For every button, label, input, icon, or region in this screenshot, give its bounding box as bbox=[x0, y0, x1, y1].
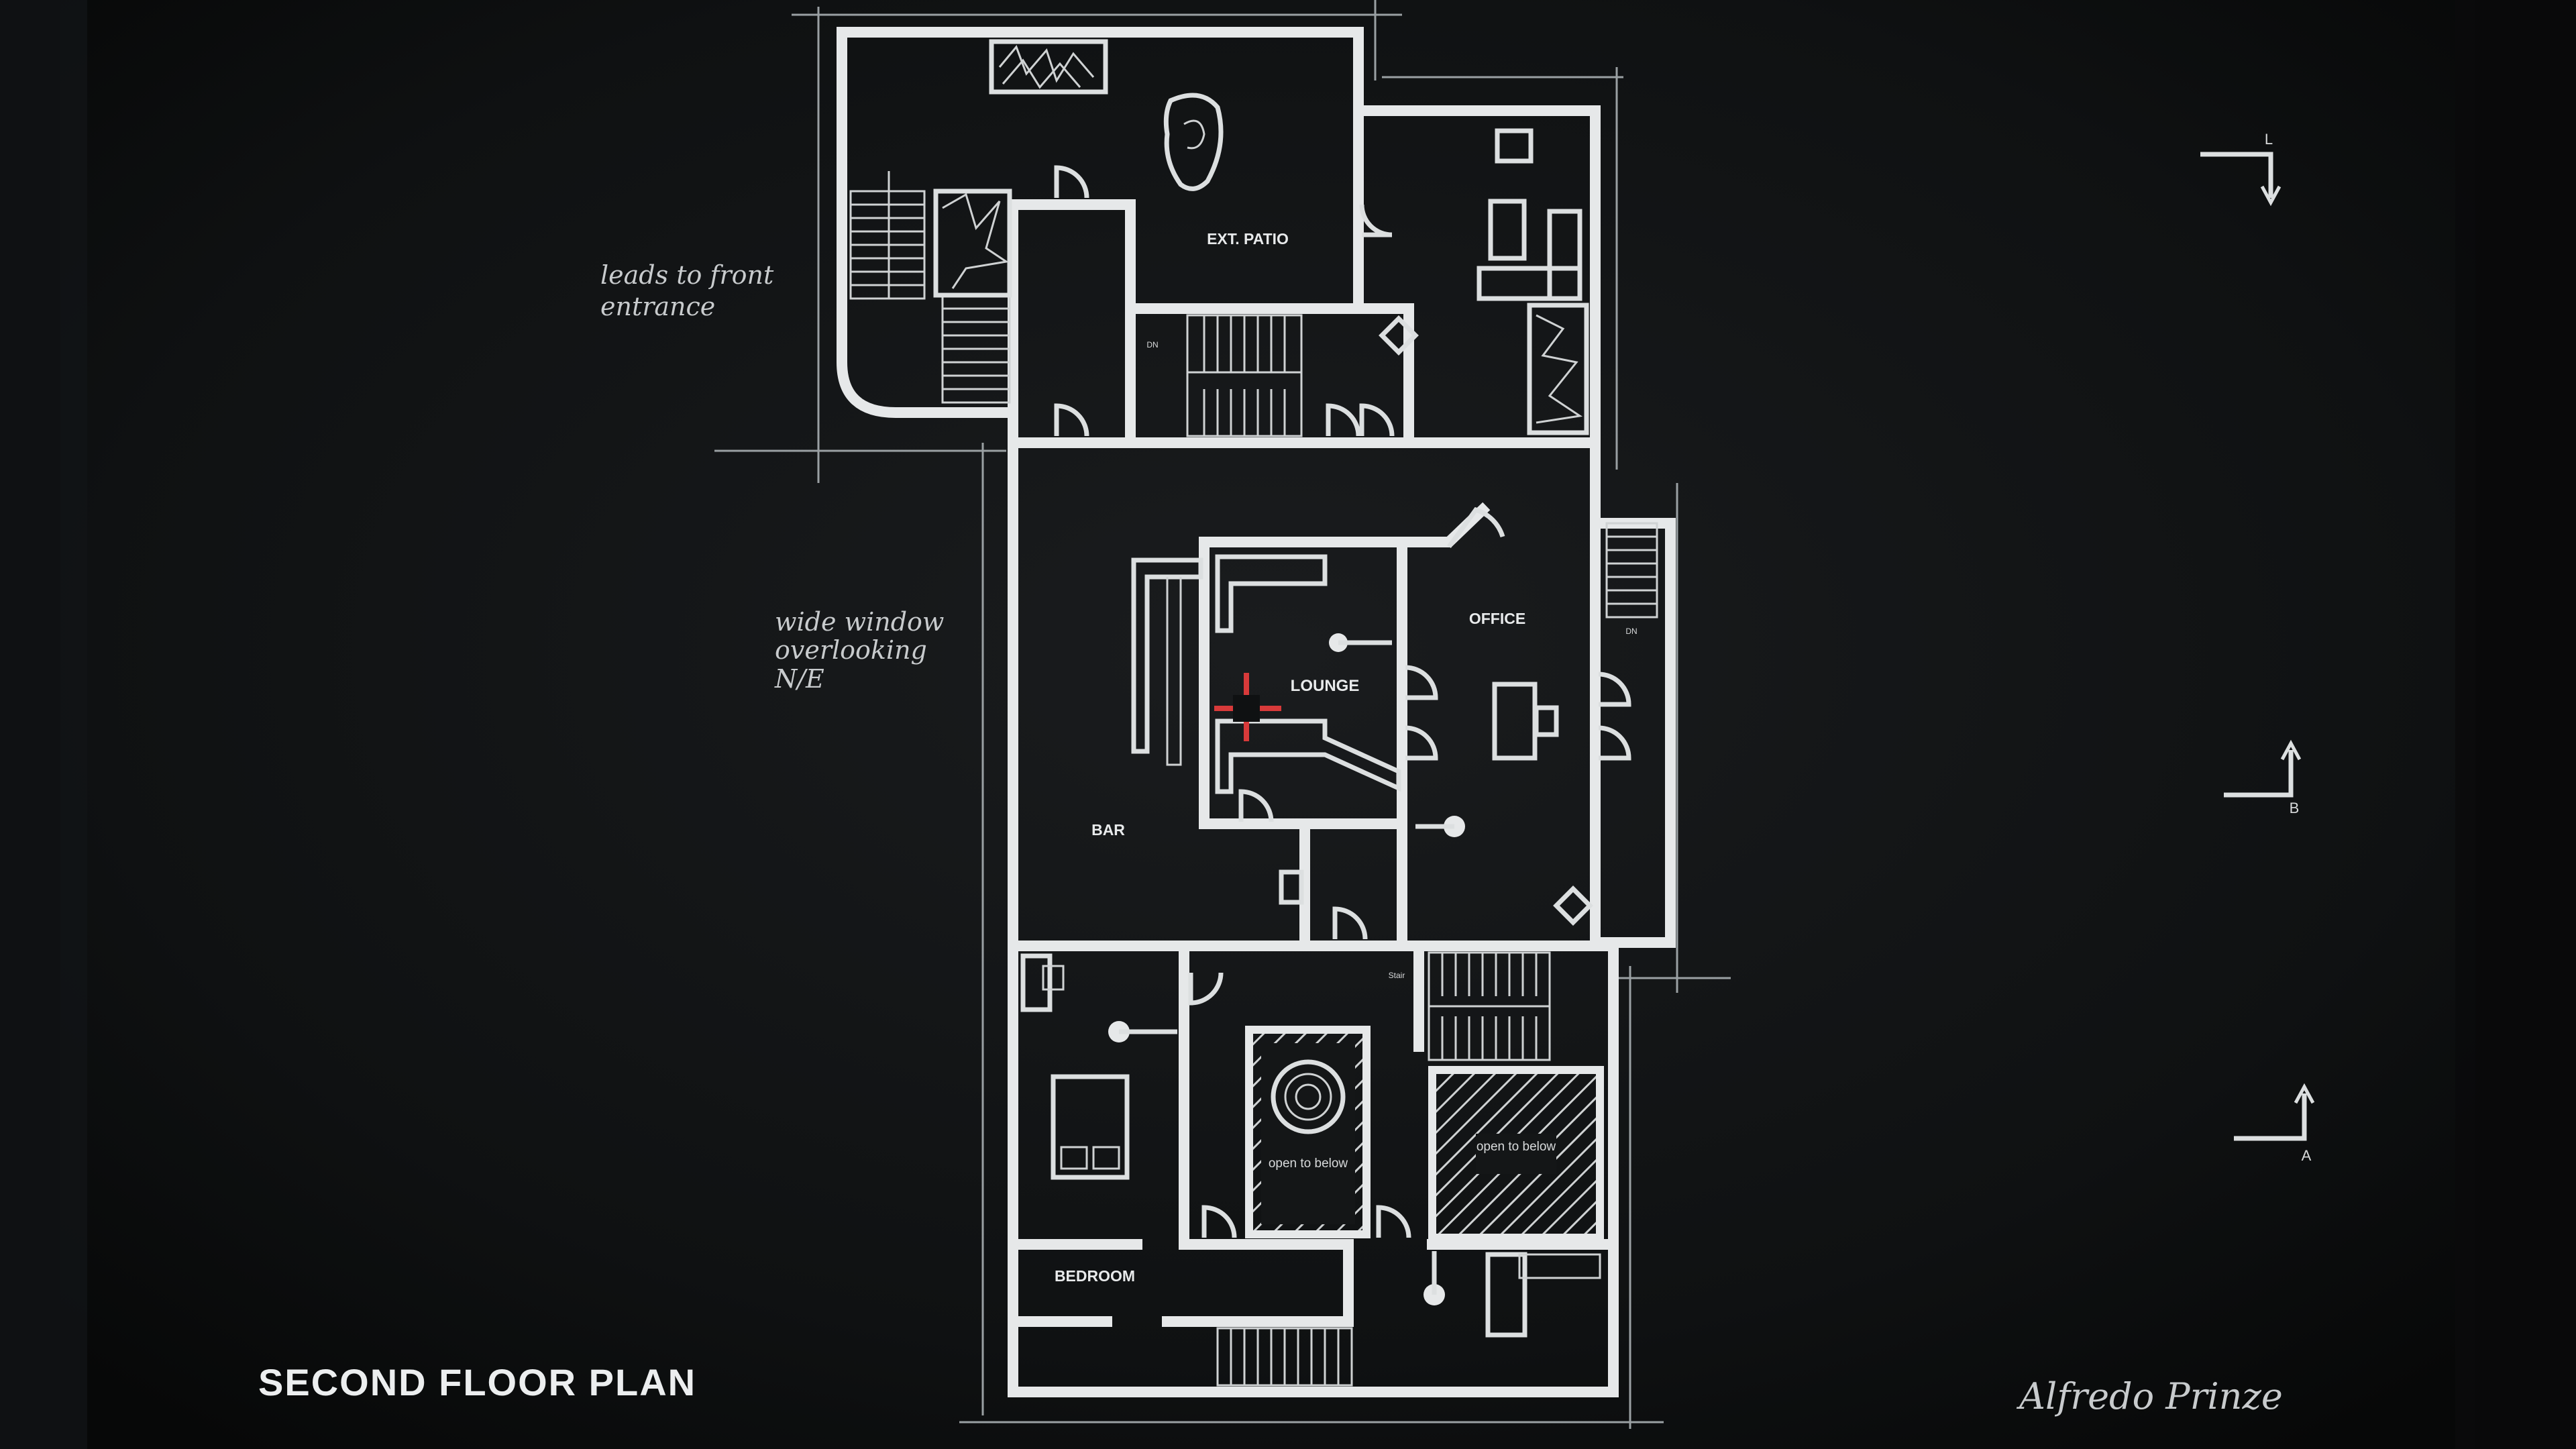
stair-lower-center bbox=[1428, 951, 1551, 1061]
open-to-below-label-2: open to below bbox=[1477, 1140, 1556, 1154]
construction-lines bbox=[714, 0, 1731, 1429]
staircases bbox=[849, 171, 1658, 1387]
section-marker-b: B bbox=[2224, 739, 2302, 816]
room-label-office: OFFICE bbox=[1469, 610, 1525, 627]
floor-plan bbox=[837, 27, 1676, 1397]
stair-label-stairs: Stair bbox=[1389, 971, 1405, 980]
room-label-ext-patio: EXT. PATIO bbox=[1207, 230, 1289, 248]
furniture bbox=[933, 39, 1601, 1338]
doors bbox=[1054, 165, 1631, 1238]
section-marker-l: L bbox=[2200, 131, 2282, 207]
stair-patio-left bbox=[849, 171, 926, 300]
note-wide-window-line-3: N/E bbox=[774, 664, 824, 694]
note-front-entrance: leads to front entrance bbox=[600, 260, 774, 321]
open-to-below-areas bbox=[1245, 1026, 1604, 1242]
note-wide-window-line-1: wide window bbox=[775, 607, 944, 637]
plan-title: SECOND FLOOR PLAN bbox=[258, 1361, 697, 1403]
room-label-lounge: LOUNGE bbox=[1291, 677, 1360, 695]
architect-signature: Alfredo Prinze bbox=[2016, 1375, 2283, 1417]
note-wide-window: wide window overlooking N/E bbox=[774, 607, 944, 694]
room-label-bar: BAR bbox=[1091, 821, 1125, 839]
stair-center-top bbox=[1186, 314, 1303, 437]
open-to-below-label-1: open to below bbox=[1269, 1157, 1348, 1171]
stair-label-dn: DN bbox=[1146, 340, 1158, 350]
stair-bottom bbox=[1216, 1327, 1353, 1387]
stair-right-exterior bbox=[1605, 522, 1658, 619]
note-front-entrance-line-1: leads to front bbox=[600, 260, 774, 290]
section-marker-a-label: A bbox=[2302, 1147, 2312, 1164]
stair-label-up: DN bbox=[1625, 627, 1637, 636]
player-location-marker[interactable] bbox=[1214, 673, 1281, 741]
section-marker-l-label: L bbox=[2265, 131, 2273, 148]
note-front-entrance-line-2: entrance bbox=[600, 292, 715, 321]
note-wide-window-line-2: overlooking bbox=[775, 635, 927, 665]
room-label-bedroom: BEDROOM bbox=[1055, 1267, 1135, 1285]
section-marker-a: A bbox=[2234, 1083, 2315, 1164]
section-marker-b-label: B bbox=[2290, 800, 2300, 816]
